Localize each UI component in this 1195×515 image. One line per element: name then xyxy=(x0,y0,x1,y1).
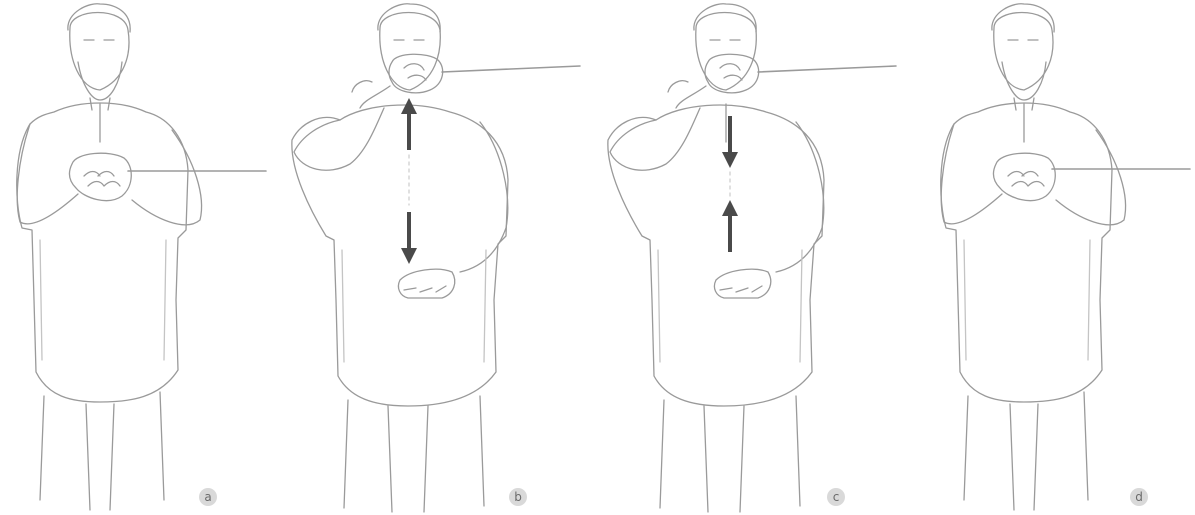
beard xyxy=(78,62,122,100)
open-hand-fingers xyxy=(404,286,446,292)
right-arm xyxy=(1056,130,1126,225)
head-outline xyxy=(70,13,129,91)
motion-arrows xyxy=(722,116,738,252)
raised-arm xyxy=(352,81,390,108)
head-outline xyxy=(994,13,1053,91)
figure-drawing-b xyxy=(280,0,600,515)
fingers xyxy=(1008,172,1044,187)
hands xyxy=(69,153,131,200)
hands xyxy=(993,153,1055,200)
shirt xyxy=(292,105,508,406)
fingers xyxy=(84,172,120,187)
head-outline xyxy=(380,13,441,91)
motion-arrows xyxy=(401,98,417,264)
mouth-hand-fingers xyxy=(404,64,426,80)
panel-label-a: a xyxy=(199,488,217,506)
shirt-side-lines xyxy=(342,250,486,362)
panel-b: b xyxy=(280,0,600,515)
shirt-side-lines xyxy=(964,240,1090,360)
raised-arm xyxy=(668,81,706,108)
panel-label-d: d xyxy=(1130,488,1148,506)
left-arm xyxy=(294,108,384,170)
legs xyxy=(344,396,484,512)
right-arm xyxy=(776,122,824,272)
baton xyxy=(442,66,580,72)
legs xyxy=(40,392,164,510)
panel-a: a xyxy=(0,0,300,515)
open-hand xyxy=(398,269,454,298)
legs xyxy=(660,396,800,512)
open-hand-fingers xyxy=(720,286,762,292)
right-arm xyxy=(460,122,508,272)
panel-label-c: c xyxy=(827,488,845,506)
panel-label-b: b xyxy=(509,488,527,506)
panel-d: d xyxy=(922,0,1195,515)
baton xyxy=(758,66,896,72)
figure-drawing-c xyxy=(596,0,916,515)
right-arm xyxy=(132,130,202,225)
panel-c: c xyxy=(596,0,916,515)
figure-drawing-d xyxy=(922,0,1195,515)
shirt-side-lines xyxy=(40,240,166,360)
shirt-side-lines xyxy=(658,250,802,362)
left-arm xyxy=(610,108,700,170)
legs xyxy=(964,392,1088,510)
open-hand xyxy=(714,269,770,298)
figure-drawing-a xyxy=(0,0,300,515)
mouth-hand-fingers xyxy=(720,64,742,80)
beard xyxy=(1002,62,1046,100)
head-outline xyxy=(696,13,757,91)
shirt xyxy=(608,105,824,406)
